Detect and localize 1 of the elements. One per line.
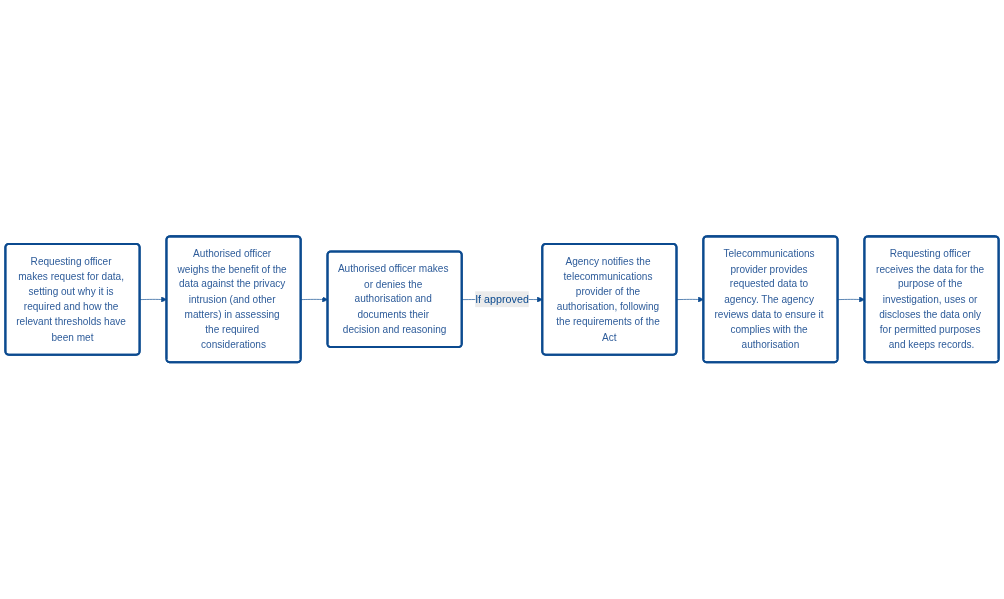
edge-label: If approved	[475, 293, 529, 305]
